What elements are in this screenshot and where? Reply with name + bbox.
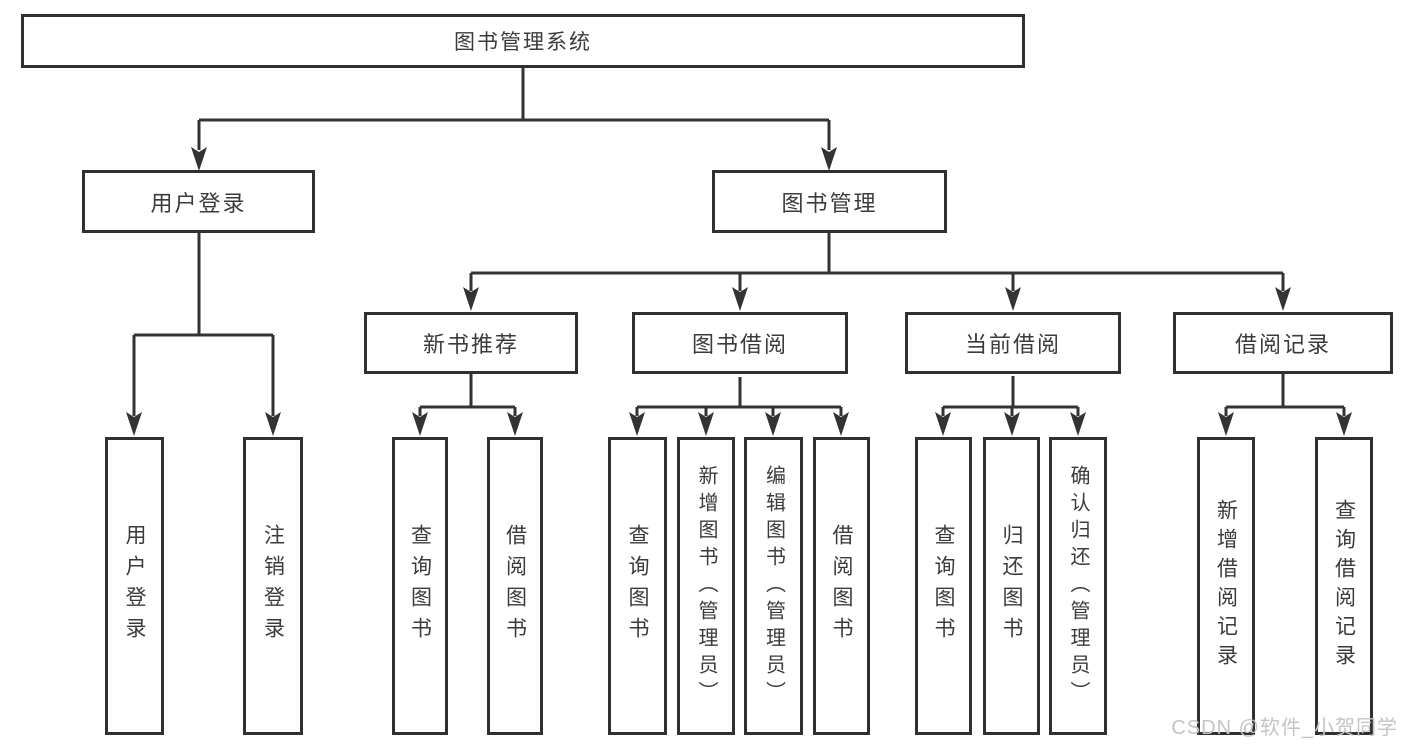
node-book-borrow-label: 图书借阅 bbox=[691, 332, 788, 357]
node-recommend-borrow-book-label: 借阅图书 bbox=[503, 524, 527, 648]
node-user-login: 用户登录 bbox=[82, 170, 315, 233]
node-current-borrow-label: 当前借阅 bbox=[964, 332, 1061, 357]
node-logout-leaf: 注销登录 bbox=[243, 437, 303, 735]
node-logout-leaf-label: 注销登录 bbox=[261, 524, 285, 648]
node-current-return-book-label: 归还图书 bbox=[1000, 524, 1024, 648]
node-current-confirm-return-admin-label: 确认归还（管理员） bbox=[1067, 464, 1089, 708]
node-record-query-borrow-record-label: 查询借阅记录 bbox=[1332, 499, 1356, 673]
node-current-query-book: 查询图书 bbox=[915, 437, 972, 735]
node-current-confirm-return-admin: 确认归还（管理员） bbox=[1049, 437, 1107, 735]
node-book-management: 图书管理 bbox=[712, 170, 947, 233]
node-user-login-label: 用户登录 bbox=[150, 190, 247, 216]
node-recommend-query-book: 查询图书 bbox=[392, 437, 448, 735]
node-root: 图书管理系统 bbox=[21, 14, 1025, 68]
node-new-book-recommend: 新书推荐 bbox=[364, 312, 578, 374]
node-root-label: 图书管理系统 bbox=[454, 31, 592, 54]
node-new-book-recommend-label: 新书推荐 bbox=[422, 332, 519, 357]
node-borrow-edit-book-admin: 编辑图书（管理员） bbox=[744, 437, 803, 735]
node-borrow-record-label: 借阅记录 bbox=[1234, 332, 1331, 357]
node-borrow-record: 借阅记录 bbox=[1173, 312, 1393, 374]
node-record-add-borrow-record-label: 新增借阅记录 bbox=[1214, 499, 1238, 673]
node-borrow-query-book: 查询图书 bbox=[608, 437, 667, 735]
node-borrow-borrow-book: 借阅图书 bbox=[813, 437, 870, 735]
node-record-query-borrow-record: 查询借阅记录 bbox=[1315, 437, 1373, 735]
node-current-query-book-label: 查询图书 bbox=[932, 524, 956, 648]
node-borrow-borrow-book-label: 借阅图书 bbox=[830, 524, 854, 648]
node-user-login-leaf-label: 用户登录 bbox=[123, 524, 147, 648]
arrowheads bbox=[126, 147, 1352, 436]
node-borrow-add-book-admin-label: 新增图书（管理员） bbox=[695, 464, 717, 708]
node-borrow-edit-book-admin-label: 编辑图书（管理员） bbox=[762, 464, 785, 708]
node-current-return-book: 归还图书 bbox=[983, 437, 1040, 735]
node-recommend-borrow-book: 借阅图书 bbox=[487, 437, 543, 735]
node-book-borrow: 图书借阅 bbox=[632, 312, 848, 374]
node-borrow-query-book-label: 查询图书 bbox=[626, 524, 650, 648]
node-recommend-query-book-label: 查询图书 bbox=[408, 524, 432, 648]
node-user-login-leaf: 用户登录 bbox=[105, 437, 164, 735]
node-book-management-label: 图书管理 bbox=[781, 190, 878, 216]
node-borrow-add-book-admin: 新增图书（管理员） bbox=[677, 437, 735, 735]
node-record-add-borrow-record: 新增借阅记录 bbox=[1197, 437, 1255, 735]
node-current-borrow: 当前借阅 bbox=[905, 312, 1121, 374]
watermark: CSDN @软件_小贺同学 bbox=[1171, 717, 1398, 739]
